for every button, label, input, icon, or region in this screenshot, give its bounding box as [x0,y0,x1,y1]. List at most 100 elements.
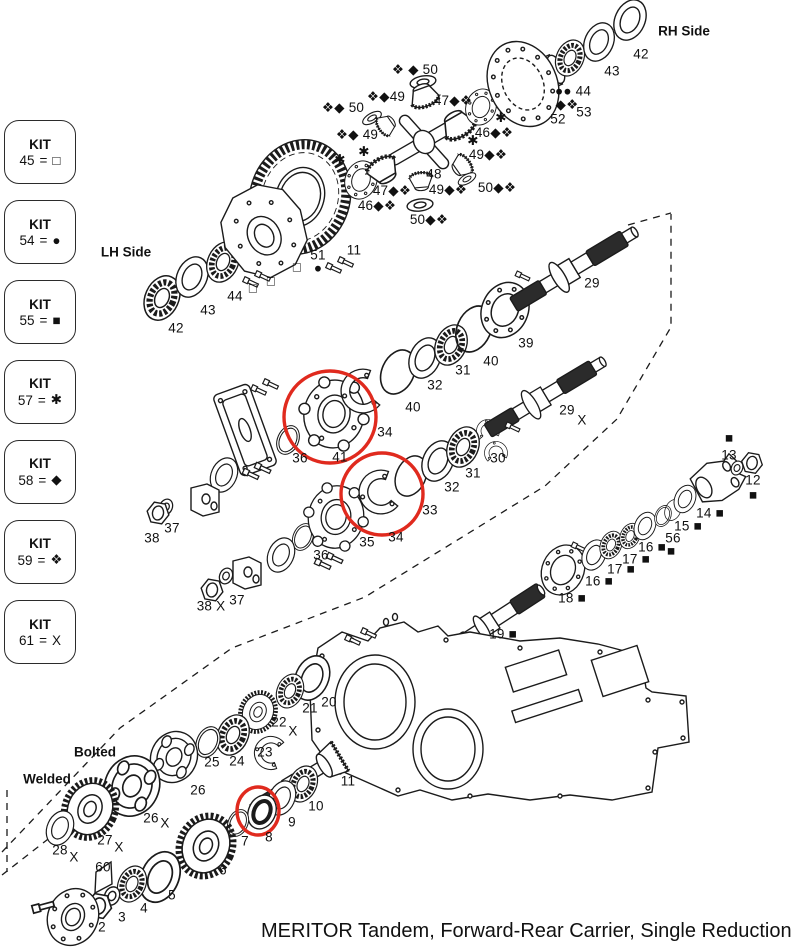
equals-sign: = [39,312,48,328]
equals-sign: = [38,472,47,488]
kit-title: KIT [29,136,51,152]
part-label-symbol: □ [248,280,258,296]
gear-train-assembly [30,649,351,947]
kit-legend-box-45: KIT 45=□ [4,120,76,184]
part-label-12: 12 [745,472,761,488]
part-label-31: 31 [455,362,471,378]
kit-title: KIT [29,456,51,471]
part-label-49: 49◆❖ [468,147,508,162]
part-label-30: 30 [490,450,506,466]
part-label-49: ❖◆ 49 [335,127,379,142]
side-label-RHSide: RH Side [658,23,710,39]
part-label-5: 5 [168,887,176,903]
kit-legend-box-55: KIT 55=■ [4,280,76,344]
part-label-42: 42 [168,320,184,336]
part-label-60: 60 [95,859,111,875]
part-label-38X: 38 X [196,598,226,614]
equals-sign: = [39,152,48,168]
kit-title: KIT [29,616,51,632]
part-label-symbol: □ [266,273,276,289]
seal-ring-8 [247,794,277,830]
part-label-20: 20 [321,694,337,710]
side-label-Welded: Welded [23,771,71,787]
part-label-28: 28 [52,842,68,858]
kit-number: 57 [17,392,33,408]
part-label-36: 36 [313,547,329,563]
kit-legend-box-57: KIT 57=✱ [4,360,76,424]
part-label-52: 52 [550,111,566,127]
part-label-16: 16 ■ [638,539,666,555]
part-label-41: 41 [332,449,348,465]
kit-title: KIT [29,376,51,391]
part-label-2: 2 [98,919,106,935]
line-art [30,0,765,947]
part-label-42: 42 [633,46,649,62]
part-label-50: ❖ ◆ 50 [391,62,439,77]
part-label-10: 10 [308,798,324,814]
diagram-title: MERITOR Tandem, Forward-Rear Carrier, Si… [261,920,792,942]
part-label-9: 9 [288,814,296,830]
part-label-44: 44 [227,288,243,304]
part-label-symbol: ◆❖ [555,97,579,112]
part-label-50: ❖◆ 50 [321,100,365,115]
filled-square-symbol: ■ [52,312,61,328]
part-label-symbol: ■ [666,543,676,559]
part-label-22: 22 [271,714,287,730]
part-label-29: 29 [584,275,600,291]
part-label-38: 38 [144,530,160,546]
kit-number: 58 [18,472,34,488]
part-label-X: X [288,723,298,739]
four-diamond-symbol: ❖ [50,552,63,567]
part-label-17: 17 ■ [622,551,650,567]
side-label-LHSide: LH Side [100,244,152,260]
part-label-46: 46◆❖ [357,198,397,213]
kit-number: 59 [17,552,33,568]
kit-legend-box-61: KIT 61=X [4,600,76,664]
part-label-X: X [69,849,79,865]
part-label-47: 47◆❖ [372,183,412,198]
part-label-37: 37 [229,592,245,608]
part-label-31: 31 [465,465,481,481]
part-label-6: 6 [219,862,227,878]
part-label-symbol: ■ [748,487,758,503]
part-label-X: X [160,815,170,831]
part-label-8: 8 [265,829,273,845]
part-label-37: 37 [164,520,180,536]
part-label-50: 50◆❖ [409,212,449,227]
highlight-annotations [235,369,425,837]
part-label-40: 40 [405,399,421,415]
carrier-housing [309,612,690,801]
output-shaft-assembly [144,226,639,603]
part-label-36: 36 [292,450,308,466]
highlight-circle-cage-41 [282,369,378,465]
part-label-47: 47◆❖ [433,93,473,108]
side-label-Bolted: Bolted [74,744,116,760]
part-label-39: 39 [518,335,534,351]
part-label-46: 46◆❖ [474,125,514,140]
part-label-X: X [114,839,124,855]
part-label-17: 17 ■ [607,561,635,577]
part-label-35: 35 [359,534,375,550]
part-label-7: 7 [241,833,249,849]
part-label-11: 11 [346,242,362,258]
part-label-34: 34 [388,529,404,545]
part-label-symbol: ● [313,260,323,276]
differential-assembly [137,0,653,326]
part-label-26: 26 [143,810,159,826]
highlight-circle-shim-34 [339,451,425,537]
part-label-32: 32 [444,479,460,495]
x-symbol: X [51,632,61,648]
part-label-27: 27 [97,832,113,848]
part-label-33: 33 [422,502,438,518]
kit-number: 55 [19,312,35,328]
part-label-4: 4 [140,900,148,916]
part-label-18: 18 ■ [558,590,586,606]
part-label-symbol: ✱ [358,144,370,159]
part-label-19: 19 ■ [489,626,517,642]
filled-circle-symbol: ● [52,232,61,248]
kit-number: 45 [19,152,35,168]
part-label-21: 21 [302,700,318,716]
part-label-43: 43 [200,302,216,318]
